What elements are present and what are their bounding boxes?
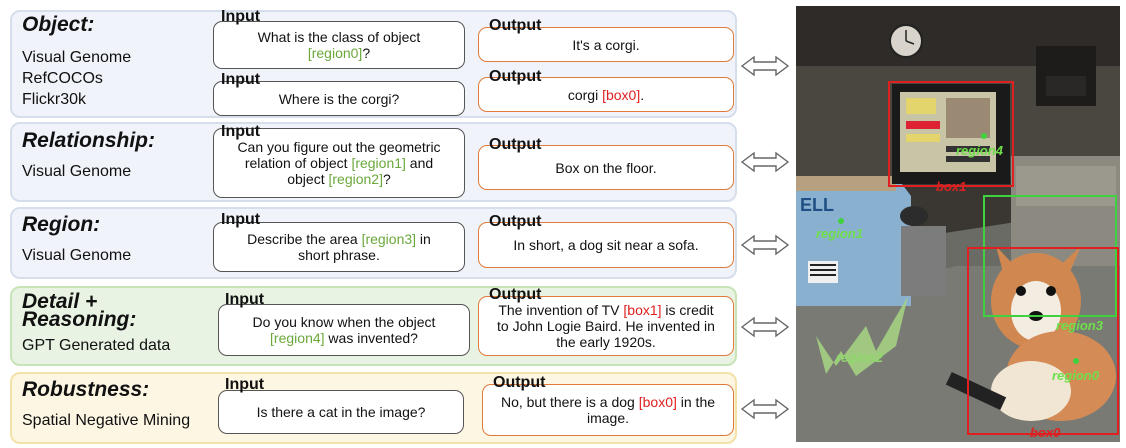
box-label: box0 bbox=[1030, 425, 1061, 440]
category-source: Visual Genome bbox=[22, 247, 132, 264]
output-label: Output bbox=[493, 374, 546, 391]
output-box: It's a corgi. bbox=[478, 27, 734, 62]
output-box: No, but there is a dog [box0] in the ima… bbox=[482, 384, 734, 436]
output-box: The invention of TV [box1] is credit to … bbox=[478, 296, 734, 356]
double-arrow-icon bbox=[740, 151, 790, 173]
input-box: What is the class of object[region0]? bbox=[213, 21, 465, 69]
input-label: Input bbox=[221, 71, 261, 88]
category-title: Relationship: bbox=[22, 129, 156, 152]
input-box: Is there a cat in the image? bbox=[218, 390, 464, 434]
output-label: Output bbox=[489, 17, 542, 34]
input-label: Input bbox=[221, 211, 261, 228]
output-label: Output bbox=[489, 136, 542, 153]
category-title: Detail + bbox=[22, 290, 98, 313]
photo-scene: ELL bbox=[796, 6, 1120, 442]
input-box: Where is the corgi? bbox=[213, 81, 465, 116]
annotated-photo: ELL bbox=[796, 6, 1120, 442]
category-title: Object: bbox=[22, 13, 95, 36]
double-arrow-icon bbox=[740, 234, 790, 256]
region-label: region4 bbox=[956, 143, 1003, 158]
category-source: Flickr30k bbox=[22, 91, 87, 108]
category-source: RefCOCOs bbox=[22, 70, 103, 87]
double-arrow-icon bbox=[740, 316, 790, 338]
input-box: Do you know when the object [region4] wa… bbox=[218, 304, 470, 356]
input-label: Input bbox=[221, 8, 261, 25]
category-source: Visual Genome bbox=[22, 163, 132, 180]
double-arrow-icon bbox=[740, 55, 790, 77]
output-box: corgi [box0]. bbox=[478, 77, 734, 112]
region-label: region3 bbox=[1056, 318, 1103, 333]
region-label: region0 bbox=[1052, 368, 1099, 383]
output-box: Box on the floor. bbox=[478, 145, 734, 190]
output-label: Output bbox=[489, 68, 542, 85]
category-source: Visual Genome bbox=[22, 49, 132, 66]
input-label: Input bbox=[225, 376, 265, 393]
output-label: Output bbox=[489, 286, 542, 303]
output-label: Output bbox=[489, 213, 542, 230]
category-title: Robustness: bbox=[22, 378, 150, 401]
category-title: Region: bbox=[22, 213, 101, 236]
box-label: box1 bbox=[936, 179, 967, 194]
svg-text:ELL: ELL bbox=[800, 195, 834, 215]
category-title: Reasoning: bbox=[22, 308, 137, 331]
category-source: Spatial Negative Mining bbox=[22, 412, 191, 429]
input-box: Describe the area [region3] in short phr… bbox=[213, 222, 465, 272]
region-label: region1 bbox=[816, 226, 863, 241]
input-label: Input bbox=[221, 123, 261, 140]
double-arrow-icon bbox=[740, 398, 790, 420]
input-box: Can you figure out the geometric relatio… bbox=[213, 128, 465, 198]
category-source: GPT Generated data bbox=[22, 337, 171, 354]
input-label: Input bbox=[225, 291, 265, 308]
region-label: region2 bbox=[836, 350, 883, 365]
output-box: In short, a dog sit near a sofa. bbox=[478, 222, 734, 268]
